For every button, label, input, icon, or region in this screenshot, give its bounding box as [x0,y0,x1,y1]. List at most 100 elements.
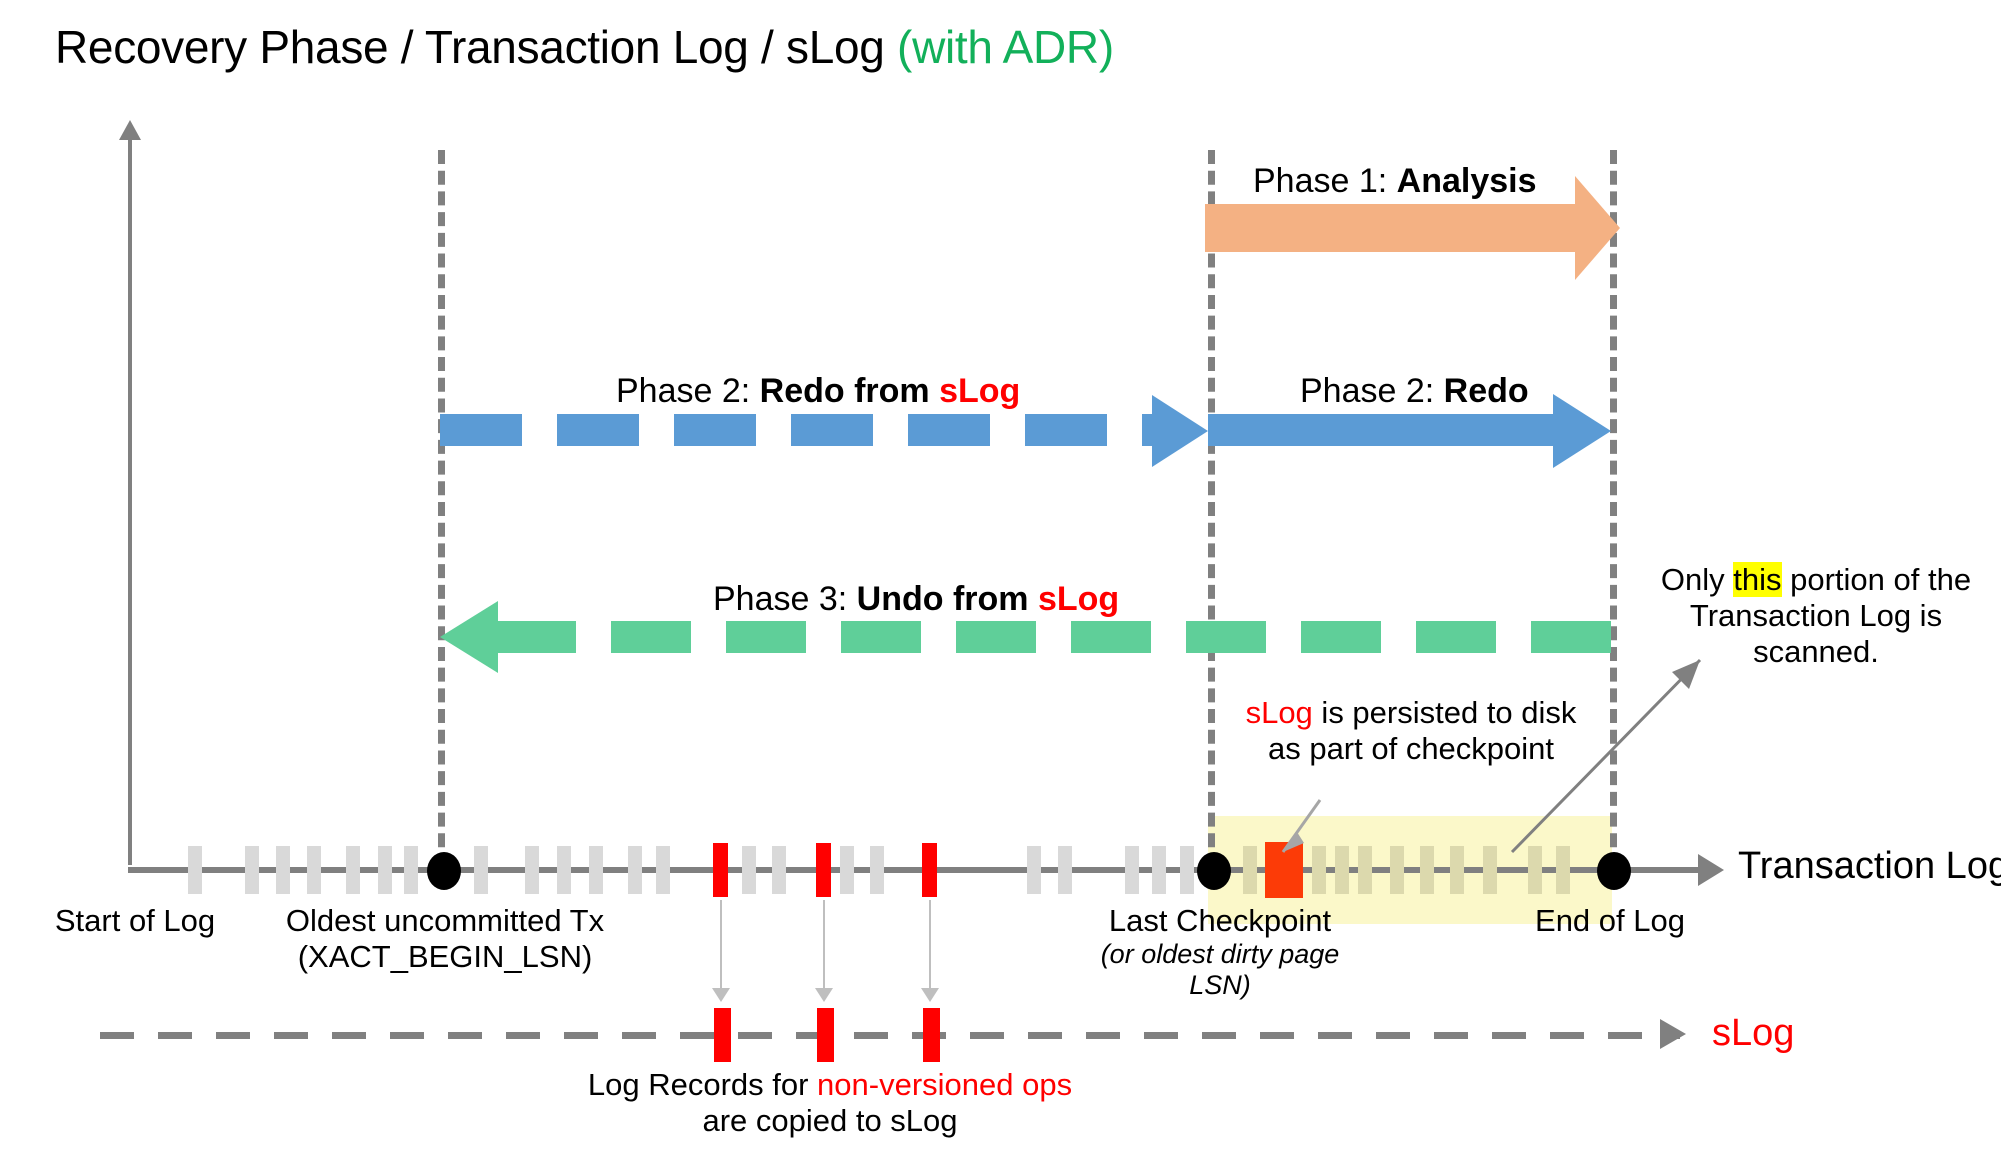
log-record-tick-nonversioned [922,843,937,897]
log-record-tick [1180,846,1194,894]
copy-connector-arrowhead [921,988,939,1002]
marker-dot-end-of-log [1597,852,1631,890]
marker-dot-last-checkpoint [1197,852,1231,890]
slog-note: Log Records for non-versioned ops are co… [545,1067,1115,1139]
checkpoint-note-rest: is persisted to disk as part of checkpoi… [1267,695,1577,766]
marker-label-oldest-tx-sub: (XACT_BEGIN_LSN) [297,938,593,974]
log-record-tick [1125,846,1139,894]
log-record-tick [307,846,321,894]
checkpoint-note: sLog is persisted to disk as part of che… [1228,695,1594,767]
log-record-tick [557,846,571,894]
marker-label-last-checkpoint-main: Last Checkpoint [1108,903,1332,938]
slog-record [817,1008,834,1062]
log-record-tick [1058,846,1072,894]
scan-note: Only this portion of the Transaction Log… [1636,562,1996,670]
slog-record [923,1008,940,1062]
copy-connector-line [929,900,931,990]
phase2-arrow-shaft [1208,414,1553,446]
phase3-suffix: sLog [1037,580,1120,618]
phase1-arrow-shaft [1205,204,1575,252]
log-record-tick [1243,846,1257,894]
copy-connector-arrowhead [712,988,730,1002]
slog-note-post: are copied to sLog [702,1102,958,1138]
vertical-axis [128,125,132,865]
log-record-tick [525,846,539,894]
copy-connector-line [823,900,825,990]
guide-oldest-tx [438,150,445,868]
log-record-tick [656,846,670,894]
phase2-slog-label: Phase 2: Redo from sLog [616,372,1020,411]
log-record-tick [276,846,290,894]
phase2-label: Phase 2: Redo [1300,372,1529,411]
log-record-tick [742,846,756,894]
log-record-tick [1450,846,1464,894]
phase1-label: Phase 1: Analysis [1253,162,1537,201]
log-record-tick [772,846,786,894]
log-record-tick [1358,846,1372,894]
log-record-tick [245,846,259,894]
slog-record [714,1008,731,1062]
scan-note-highlight: this [1733,562,1782,597]
guide-end-of-log [1610,150,1617,868]
phase2-slog-name: Redo from [759,372,940,410]
marker-label-end-of-log: End of Log [1535,903,1685,938]
phase2-prefix: Phase 2: [1300,372,1444,410]
log-record-tick [474,846,488,894]
log-record-tick [1420,846,1434,894]
phase2-slog-arrow-shaft [440,414,1162,446]
scan-note-post: portion of the Transaction Log is scanne… [1689,562,1972,669]
page-title-accent: (with ADR) [897,21,1114,73]
transaction-log-axis-label: Transaction Log [1738,845,2001,887]
log-record-tick [870,846,884,894]
marker-label-oldest-tx-main: Oldest uncommitted Tx [285,903,605,938]
scan-note-pre: Only [1660,562,1734,597]
page-title-main: Recovery Phase / Transaction Log / sLog [55,21,898,73]
phase2-slog-prefix: Phase 2: [616,372,760,410]
log-record-tick [628,846,642,894]
phase1-prefix: Phase 1: [1253,162,1397,200]
log-record-tick [1483,846,1497,894]
phase3-prefix: Phase 3: [713,580,857,618]
phase3-arrow-shaft [496,621,1612,653]
log-record-tick [1556,846,1570,894]
log-record-tick [1312,846,1326,894]
log-record-tick [840,846,854,894]
phase2-name: Redo [1443,372,1529,410]
marker-dot-oldest-tx [427,852,461,890]
slog-axis [100,1032,1680,1039]
phase3-name: Undo from [856,580,1038,618]
slog-note-pre: Log Records for [587,1067,818,1102]
slog-note-emphasis: non-versioned ops [817,1067,1073,1102]
page-title: Recovery Phase / Transaction Log / sLog … [55,20,1114,74]
phase3-arrow-head [440,601,498,673]
log-record-tick-nonversioned [713,843,728,897]
log-record-tick [1027,846,1041,894]
copy-connector-arrowhead [815,988,833,1002]
log-record-tick [1390,846,1404,894]
phase1-arrow-head [1575,176,1620,280]
log-record-tick [1528,846,1542,894]
marker-label-oldest-tx: Oldest uncommitted Tx (XACT_BEGIN_LSN) [255,903,635,975]
copy-connector-line [720,900,722,990]
checkpoint-slog-record [1265,842,1303,898]
log-record-tick [1152,846,1166,894]
phase2-arrow-head [1553,394,1611,468]
checkpoint-note-emphasis: sLog [1245,695,1313,730]
log-record-tick [378,846,392,894]
log-record-tick [589,846,603,894]
guide-last-checkpoint [1208,150,1215,868]
marker-label-last-checkpoint-sub: (or oldest dirty page LSN) [1100,938,1340,1001]
log-record-tick [404,846,418,894]
phase2-slog-suffix: sLog [939,372,1021,410]
log-record-tick [346,846,360,894]
phase2-slog-arrow-head [1152,395,1208,467]
marker-label-last-checkpoint: Last Checkpoint (or oldest dirty page LS… [1070,903,1370,1002]
slog-axis-arrowhead [1660,1019,1686,1049]
log-record-tick-nonversioned [816,843,831,897]
slog-note-line1: Log Records for non-versioned ops [545,1067,1115,1103]
slog-axis-label: sLog [1712,1012,1795,1054]
log-record-tick [1335,846,1349,894]
phase3-label: Phase 3: Undo from sLog [713,580,1119,619]
phase1-name: Analysis [1396,162,1537,200]
transaction-log-axis [128,867,1698,873]
